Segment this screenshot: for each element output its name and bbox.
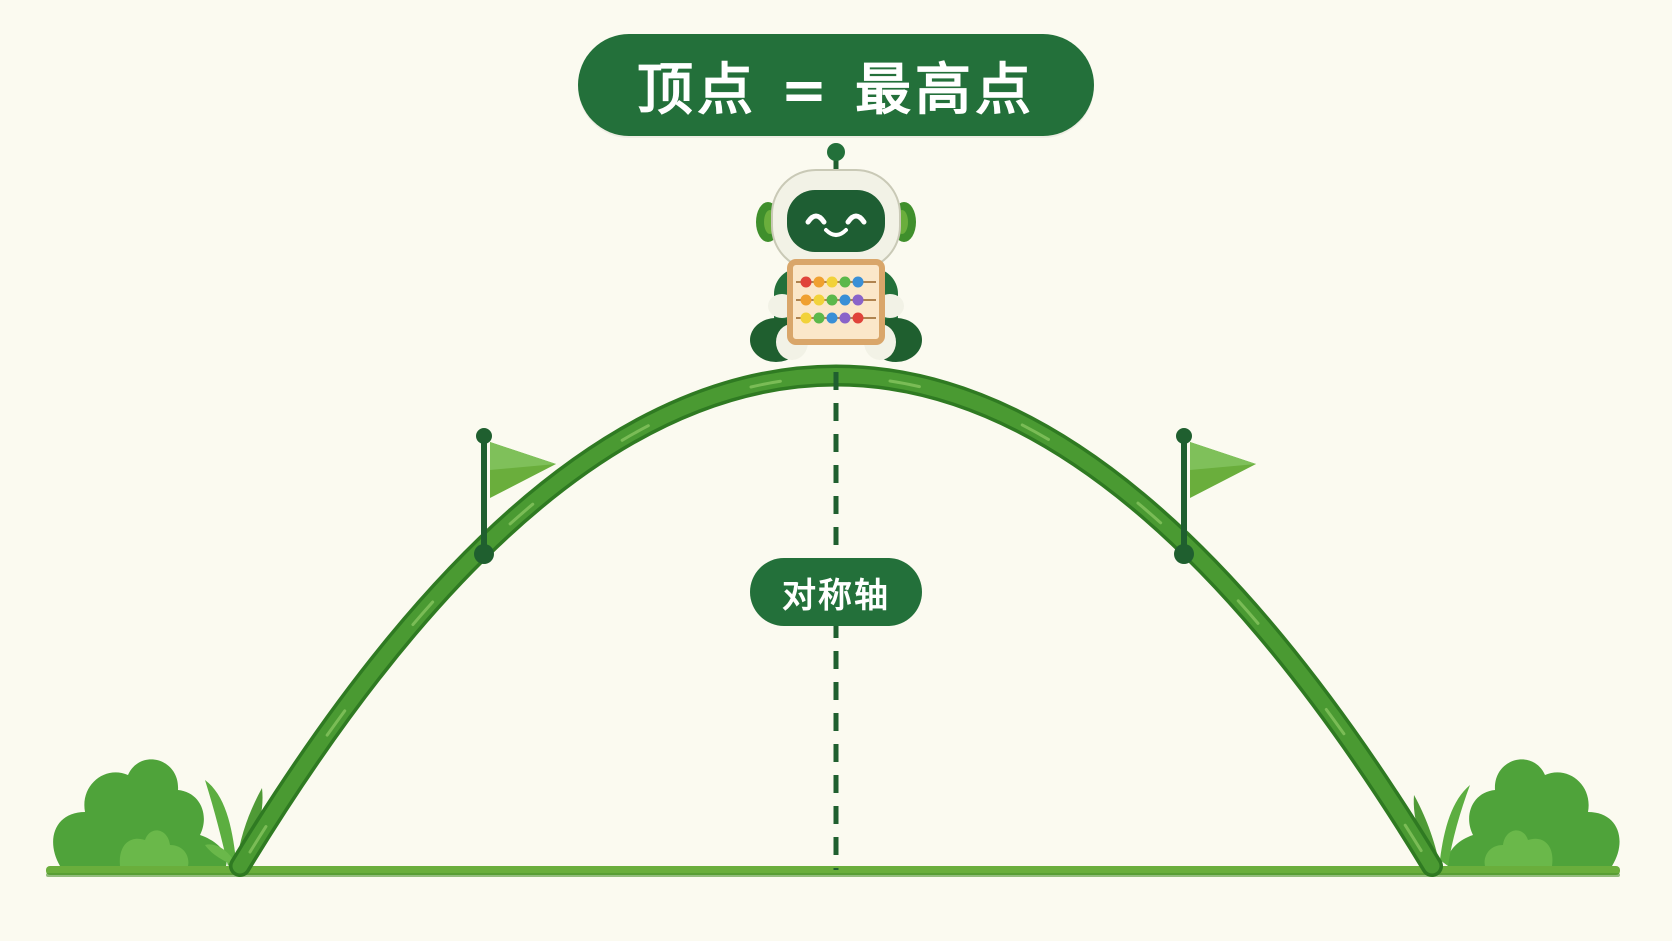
abacus-bead [813,312,825,324]
axis-label-text: 对称轴 [782,575,890,616]
ground-line [46,866,1620,875]
abacus-bead [826,276,838,288]
bush-icon [53,759,263,866]
abacus-bead [826,312,838,324]
abacus-beads [800,276,864,324]
title-badge: 顶点 = 最高点 [578,34,1094,136]
flag-icon [474,428,556,564]
abacus-bead [852,294,864,306]
abacus-bead [839,294,851,306]
axis-label-badge: 对称轴 [750,558,922,626]
abacus-bead [813,276,825,288]
bush-icon-right [1413,759,1620,866]
abacus-bead [839,312,851,324]
abacus-bead [800,276,812,288]
abacus-bead [826,294,838,306]
abacus-bead [839,276,851,288]
title-text: 顶点 = 最高点 [637,57,1035,123]
ground-line-shadow [46,873,1620,877]
flag-icon-right [1174,428,1256,564]
abacus-bead [800,312,812,324]
abacus-bead [852,276,864,288]
abacus-bead [813,294,825,306]
ground [46,866,1620,877]
abacus-bead [852,312,864,324]
abacus-bead [800,294,812,306]
abacus-icon [787,259,885,345]
